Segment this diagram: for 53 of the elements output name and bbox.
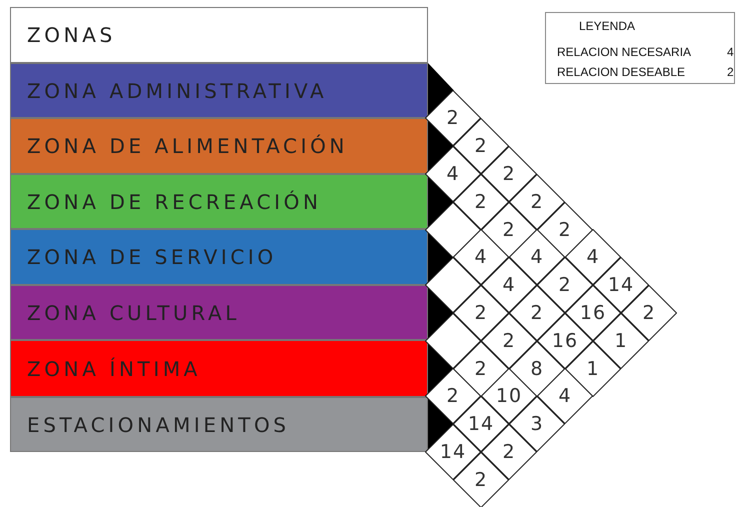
zone-band	[10, 118, 428, 174]
relation-value: 14	[606, 274, 636, 296]
relation-value: 2	[445, 107, 461, 130]
legend-value: 2	[727, 65, 734, 79]
relation-value: 2	[473, 358, 489, 380]
relation-value: 4	[585, 246, 601, 268]
relation-value: 2	[557, 218, 573, 240]
relation-value: 14	[466, 413, 496, 436]
relation-value: 2	[529, 302, 545, 324]
zone-name: ZONA CULTURAL	[26, 300, 240, 324]
zone-band	[10, 285, 428, 340]
relation-value: 4	[445, 162, 461, 185]
header-text: ZONAS	[26, 23, 116, 47]
relation-value: 4	[473, 246, 489, 268]
relation-value: 4	[501, 274, 517, 296]
relation-value: 4	[557, 385, 573, 408]
zone-name: ZONA DE RECREACIÓN	[26, 190, 322, 214]
relation-value: 4	[529, 246, 545, 268]
zone-name: ZONA DE ALIMENTACIÓN	[26, 134, 348, 158]
relation-value: 2	[501, 440, 517, 463]
relation-value: 16	[578, 302, 608, 324]
zone-band	[10, 340, 428, 397]
relation-value: 1	[613, 330, 629, 352]
header-band	[10, 7, 428, 63]
relation-value: 2	[501, 330, 517, 352]
relation-value: 16	[550, 330, 580, 352]
relation-value: 1	[585, 358, 601, 380]
zone-band	[10, 229, 428, 285]
relation-value: 10	[494, 385, 524, 408]
zone-band	[10, 63, 428, 118]
relation-value: 2	[473, 302, 489, 324]
zone-name: ZONA DE SERVICIO	[26, 245, 277, 269]
relation-value: 8	[529, 358, 545, 380]
relation-value: 2	[501, 162, 517, 185]
legend-text: RELACION NECESARIA	[557, 45, 692, 59]
relation-value: 2	[641, 302, 657, 324]
zone-name: ZONA ADMINISTRATIVA	[26, 78, 328, 102]
zone-band	[10, 397, 428, 452]
relation-value: 14	[438, 440, 468, 463]
relation-value: 2	[557, 274, 573, 296]
relation-value: 2	[473, 468, 489, 491]
relation-value: 2	[473, 190, 489, 213]
legend-text: RELACION DESEABLE	[557, 65, 686, 79]
relation-value: 3	[529, 413, 545, 436]
zone-name: ESTACIONAMIENTOS	[26, 412, 290, 436]
legend-title: LEYENDA	[579, 19, 636, 33]
legend-value: 4	[727, 45, 734, 59]
relation-value: 2	[529, 190, 545, 213]
relation-value: 2	[445, 385, 461, 408]
relation-value: 2	[501, 218, 517, 240]
relation-value: 2	[473, 135, 489, 158]
zone-band	[10, 174, 428, 229]
zone-name: ZONA ÍNTIMA	[26, 356, 201, 380]
